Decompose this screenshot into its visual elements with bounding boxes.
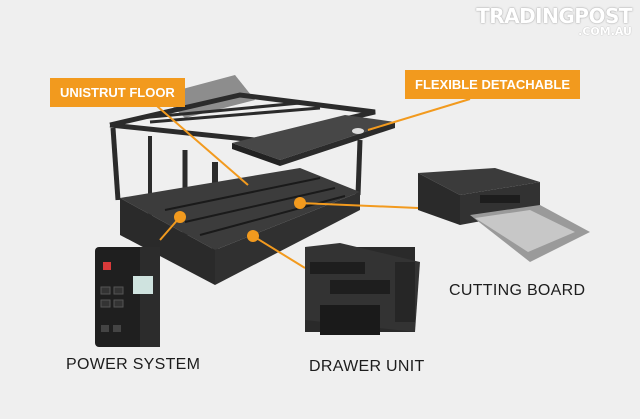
logo-sub-text: .COM.AU	[578, 25, 632, 38]
power-system-caption: POWER SYSTEM	[66, 356, 201, 373]
cutting-board-caption: CUTTING BOARD	[449, 282, 586, 299]
logo-main-text: TRADINGPOST	[476, 4, 632, 28]
tradingpost-logo: TRADINGPOST .COM.AU	[476, 4, 632, 38]
leader-lines	[149, 98, 471, 269]
canopy-frame	[109, 75, 395, 285]
drawer-unit	[305, 243, 420, 335]
cutting-board-drawer	[418, 168, 590, 262]
power-system-unit	[95, 247, 160, 347]
drawer-unit-caption: DRAWER UNIT	[309, 358, 425, 375]
flexible-detachable-callout: FLEXIBLE DETACHABLE	[405, 70, 581, 99]
unistrut-floor-callout: UNISTRUT FLOOR	[50, 78, 185, 107]
